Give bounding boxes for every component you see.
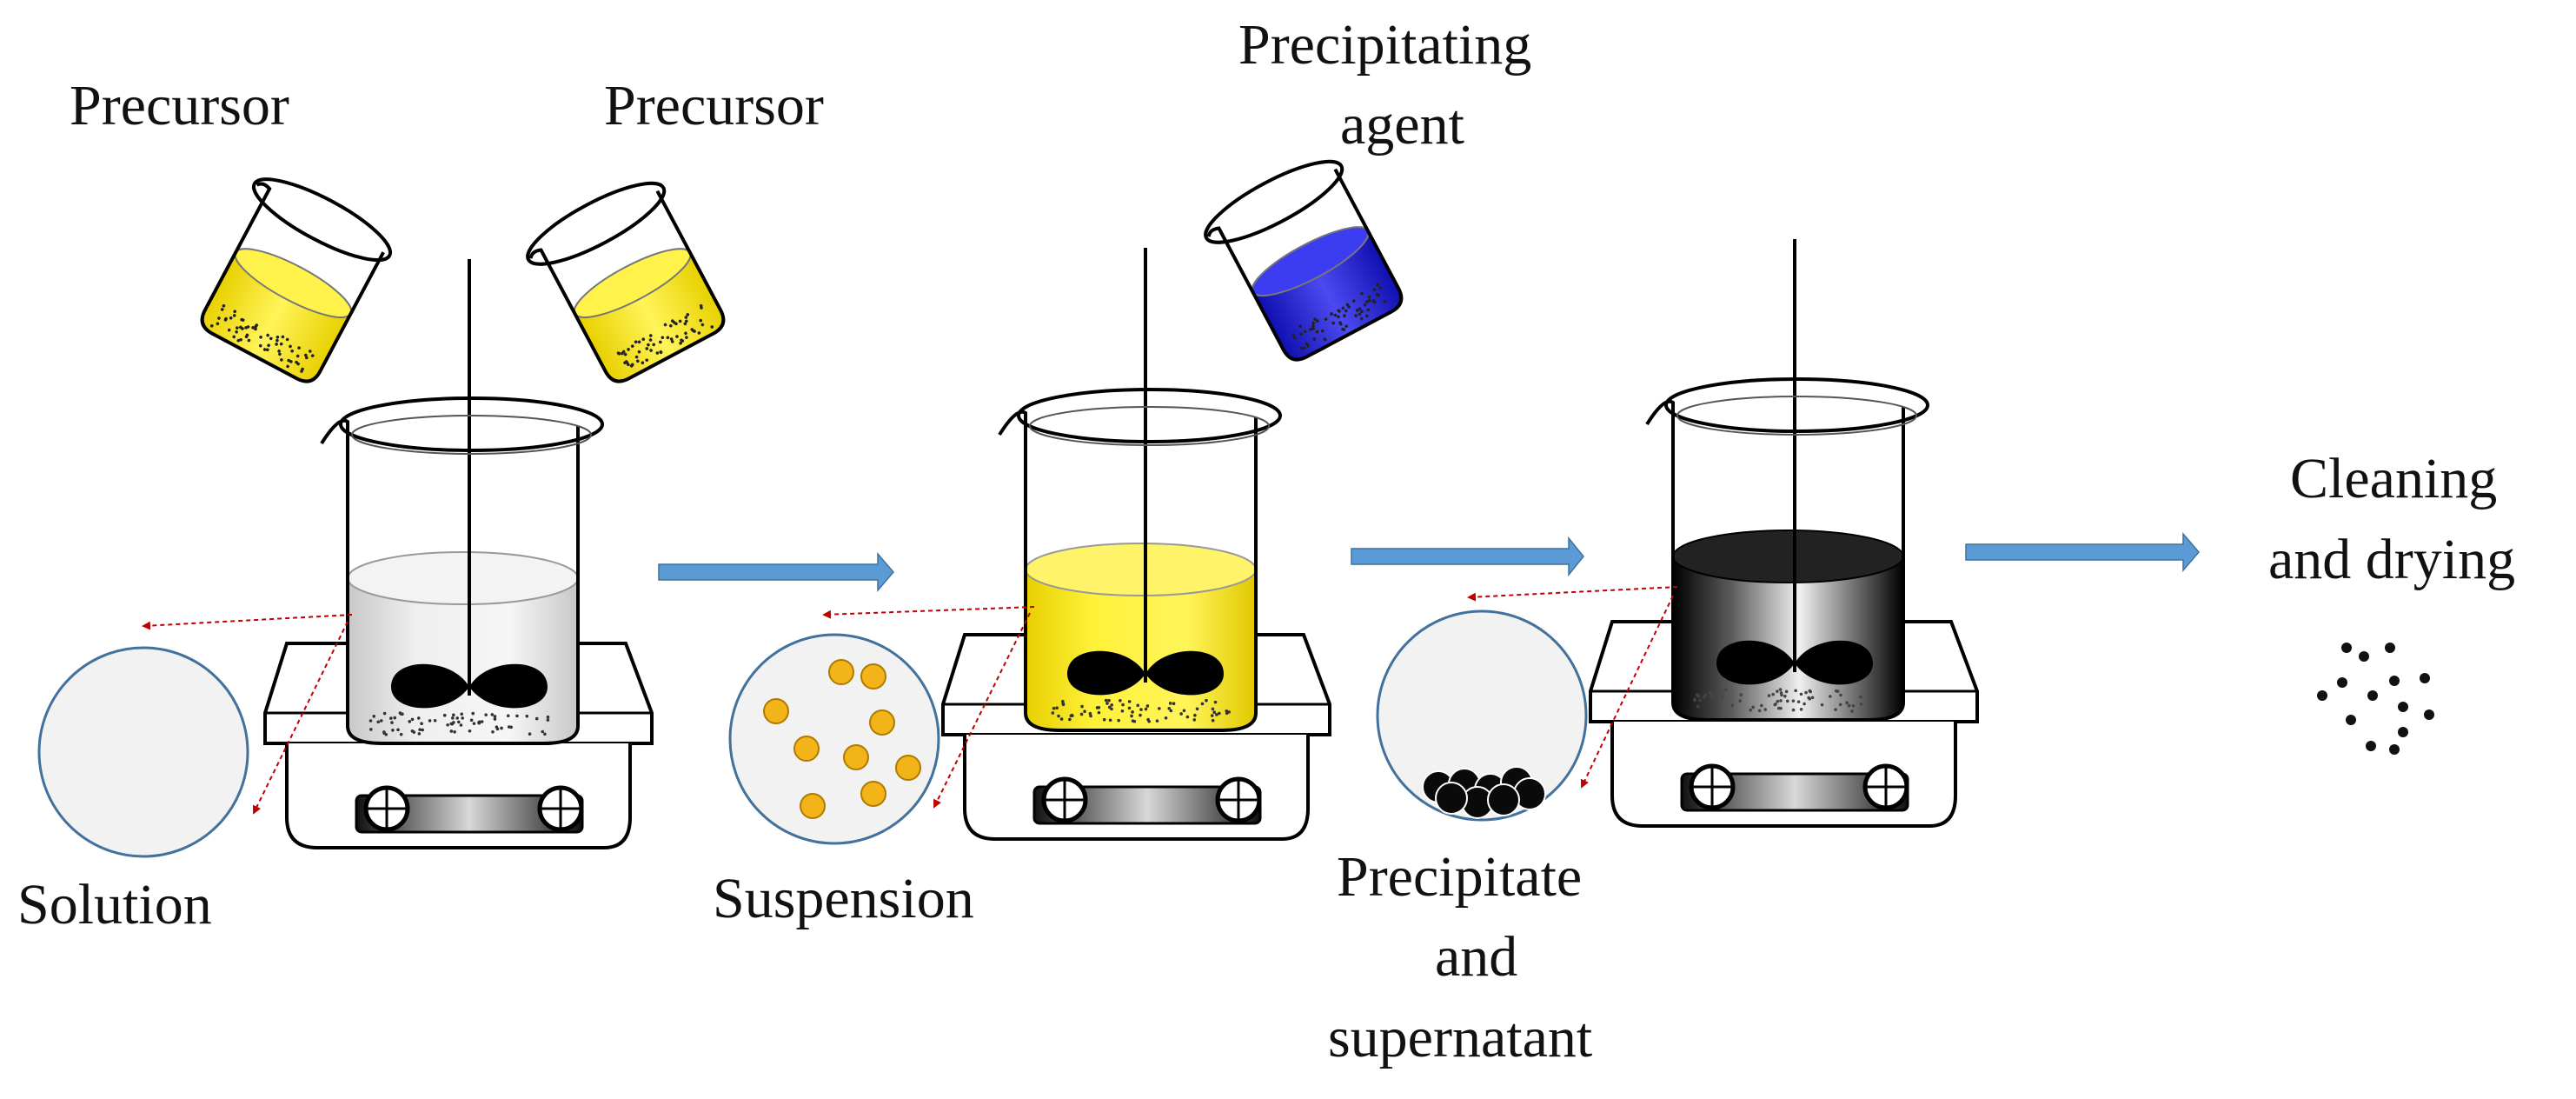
control-knob-icon	[363, 785, 410, 832]
particle	[869, 709, 895, 736]
magnification-pointers	[142, 586, 1678, 815]
control-knob-icon	[1689, 763, 1736, 810]
label-precursor-2: Precursor	[604, 74, 824, 137]
powder-dot	[2424, 709, 2434, 720]
process-arrow-3	[1965, 531, 2200, 573]
precipitate-magnified-view	[1376, 609, 1588, 822]
control-knob-icon	[1215, 776, 1262, 823]
particle	[843, 744, 869, 770]
particle	[763, 698, 789, 724]
process-arrows	[658, 531, 2200, 593]
label-cleaning-line1: Cleaning	[2290, 447, 2497, 510]
solution-circle	[37, 646, 249, 858]
labels: Precursor Precursor Precipitating agent …	[17, 13, 2515, 1069]
suspended-particles	[763, 659, 921, 819]
stir-bar-icon	[391, 663, 548, 709]
dried-powder-particles	[2317, 643, 2434, 755]
pouring-beaker-icon	[200, 177, 393, 383]
particle	[828, 659, 854, 685]
powder-dot	[2398, 702, 2408, 712]
solution-magnified-view	[37, 646, 249, 858]
label-precipitating-agent-line2: agent	[1340, 93, 1464, 157]
powder-dot	[2337, 677, 2347, 688]
process-arrow-1	[658, 551, 894, 593]
beaker-rim	[339, 396, 604, 452]
powder-dot	[2398, 727, 2408, 737]
label-precipitating-agent-line1: Precipitating	[1238, 13, 1531, 77]
particle	[860, 781, 886, 807]
control-knob-icon	[1041, 776, 1088, 823]
powder-dot	[2346, 715, 2356, 725]
label-solution: Solution	[17, 873, 212, 936]
beaker-icon	[1645, 239, 1929, 722]
beaker-icon	[320, 259, 604, 745]
particle	[800, 793, 826, 819]
powder-dot	[2385, 643, 2395, 653]
beaker-icon	[998, 248, 1282, 732]
label-precipitate-line2: and	[1435, 925, 1517, 989]
label-cleaning-line2: and drying	[2268, 528, 2515, 591]
pouring-beaker-icon	[526, 181, 726, 383]
label-precipitate-line3: supernatant	[1328, 1006, 1592, 1069]
powder-dot	[2317, 690, 2327, 701]
pouring-beaker-icon	[1204, 159, 1404, 362]
suspension-circle	[728, 633, 940, 845]
stir-bar-icon	[1067, 650, 1224, 696]
pointer-suspension-bottom	[933, 612, 1031, 809]
powder-dot	[2420, 673, 2430, 683]
control-knob-icon	[1862, 763, 1909, 810]
pointer-solution-top	[142, 614, 353, 630]
stir-bar-icon	[1716, 640, 1873, 685]
pointer-suspension-top	[822, 606, 1035, 619]
powder-dot	[2389, 676, 2400, 686]
suspension-magnified-view	[728, 633, 940, 845]
beaker-rim	[1664, 377, 1929, 433]
pointer-precipitate-bottom	[1580, 595, 1674, 789]
particle	[895, 755, 921, 781]
precipitate-circle	[1376, 609, 1588, 822]
pointer-precipitate-top	[1467, 586, 1678, 602]
precipitate-particle	[1487, 783, 1520, 816]
process-arrow-2	[1351, 536, 1584, 577]
label-suspension: Suspension	[713, 867, 974, 930]
label-precipitate-line1: Precipitate	[1337, 845, 1582, 909]
powder-dot	[2389, 744, 2400, 755]
settled-precipitate-particles	[1422, 766, 1546, 819]
beaker-rim	[1017, 388, 1282, 443]
powder-dot	[2341, 643, 2352, 653]
powder-dot	[2366, 741, 2376, 751]
control-knob-icon	[537, 785, 584, 832]
particle	[793, 736, 820, 762]
precipitate-particle	[1435, 782, 1468, 815]
powder-dot	[2367, 690, 2378, 701]
powder-dot	[2359, 651, 2369, 662]
label-precursor-1: Precursor	[70, 74, 289, 137]
pointer-solution-bottom	[253, 621, 349, 815]
particle	[860, 663, 886, 689]
